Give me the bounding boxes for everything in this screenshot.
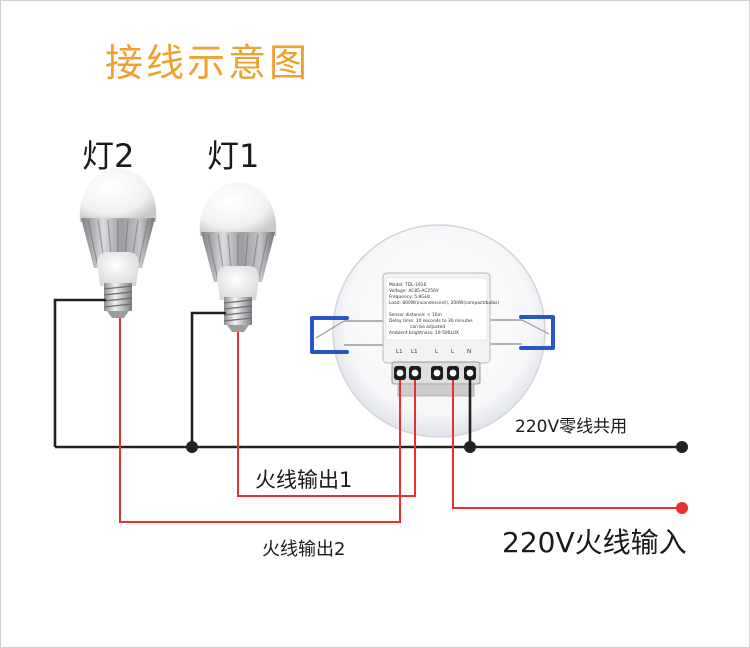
- lamp-1-label: 灯1: [207, 137, 259, 175]
- module-spec-line: can be adjusted: [410, 324, 445, 330]
- sensor-spec-sticker: [385, 277, 488, 341]
- live-output-2-wire: [119, 318, 401, 523]
- live-output-1-label: 火线输出1: [255, 468, 352, 492]
- neutral-common-label: 220V零线共用: [515, 417, 627, 437]
- neutral-junction-dot: [186, 441, 198, 453]
- neutral-wire-lamp-1: [190, 311, 226, 447]
- terminal-label: L: [451, 349, 455, 355]
- module-spec-line: Model: TDL-1916: [389, 282, 426, 288]
- module-spec-line: Load: 800W(incandescent), 200W(compact/b…: [389, 300, 499, 306]
- terminal-block-base: [397, 383, 475, 397]
- module-spec-line: Voltage: AC85-AC256V: [389, 288, 439, 294]
- motion-sensor-device: Model: TDL-1916 Voltage: AC85-AC256V Fre…: [310, 224, 555, 438]
- terminal-screws: [394, 366, 476, 380]
- module-spec-line: Ambient brightness: 10-500LUX: [389, 330, 459, 336]
- module-spec-line: Delay time: 10 seconds to 30 minutes: [389, 318, 473, 324]
- left-spring-clip-icon: [310, 316, 384, 354]
- terminal-label: L1: [411, 349, 418, 355]
- live-input-label: 220V火线输入: [502, 526, 687, 559]
- module-spec-line: Sensor distance: < 16m: [389, 312, 442, 318]
- live-input-terminal-dot: [676, 502, 688, 514]
- live-input-wire: [452, 380, 682, 509]
- module-spec-line: Frequency: 5.8GHz: [389, 294, 431, 300]
- diagram-title: 接线示意图: [105, 41, 310, 85]
- terminal-label: L1: [396, 349, 403, 355]
- neutral-junction-dot: [464, 441, 476, 453]
- right-spring-clip-icon: [490, 315, 555, 350]
- live-output-1-wire: [237, 332, 416, 497]
- live-output-2-label: 火线输出2: [262, 539, 345, 560]
- terminal-label: L: [435, 349, 439, 355]
- neutral-terminal-dot: [676, 441, 688, 453]
- lamp-2-label: 灯2: [82, 137, 134, 175]
- terminal-label: N: [467, 349, 471, 355]
- neutral-wire-lamp-2: [53, 298, 106, 447]
